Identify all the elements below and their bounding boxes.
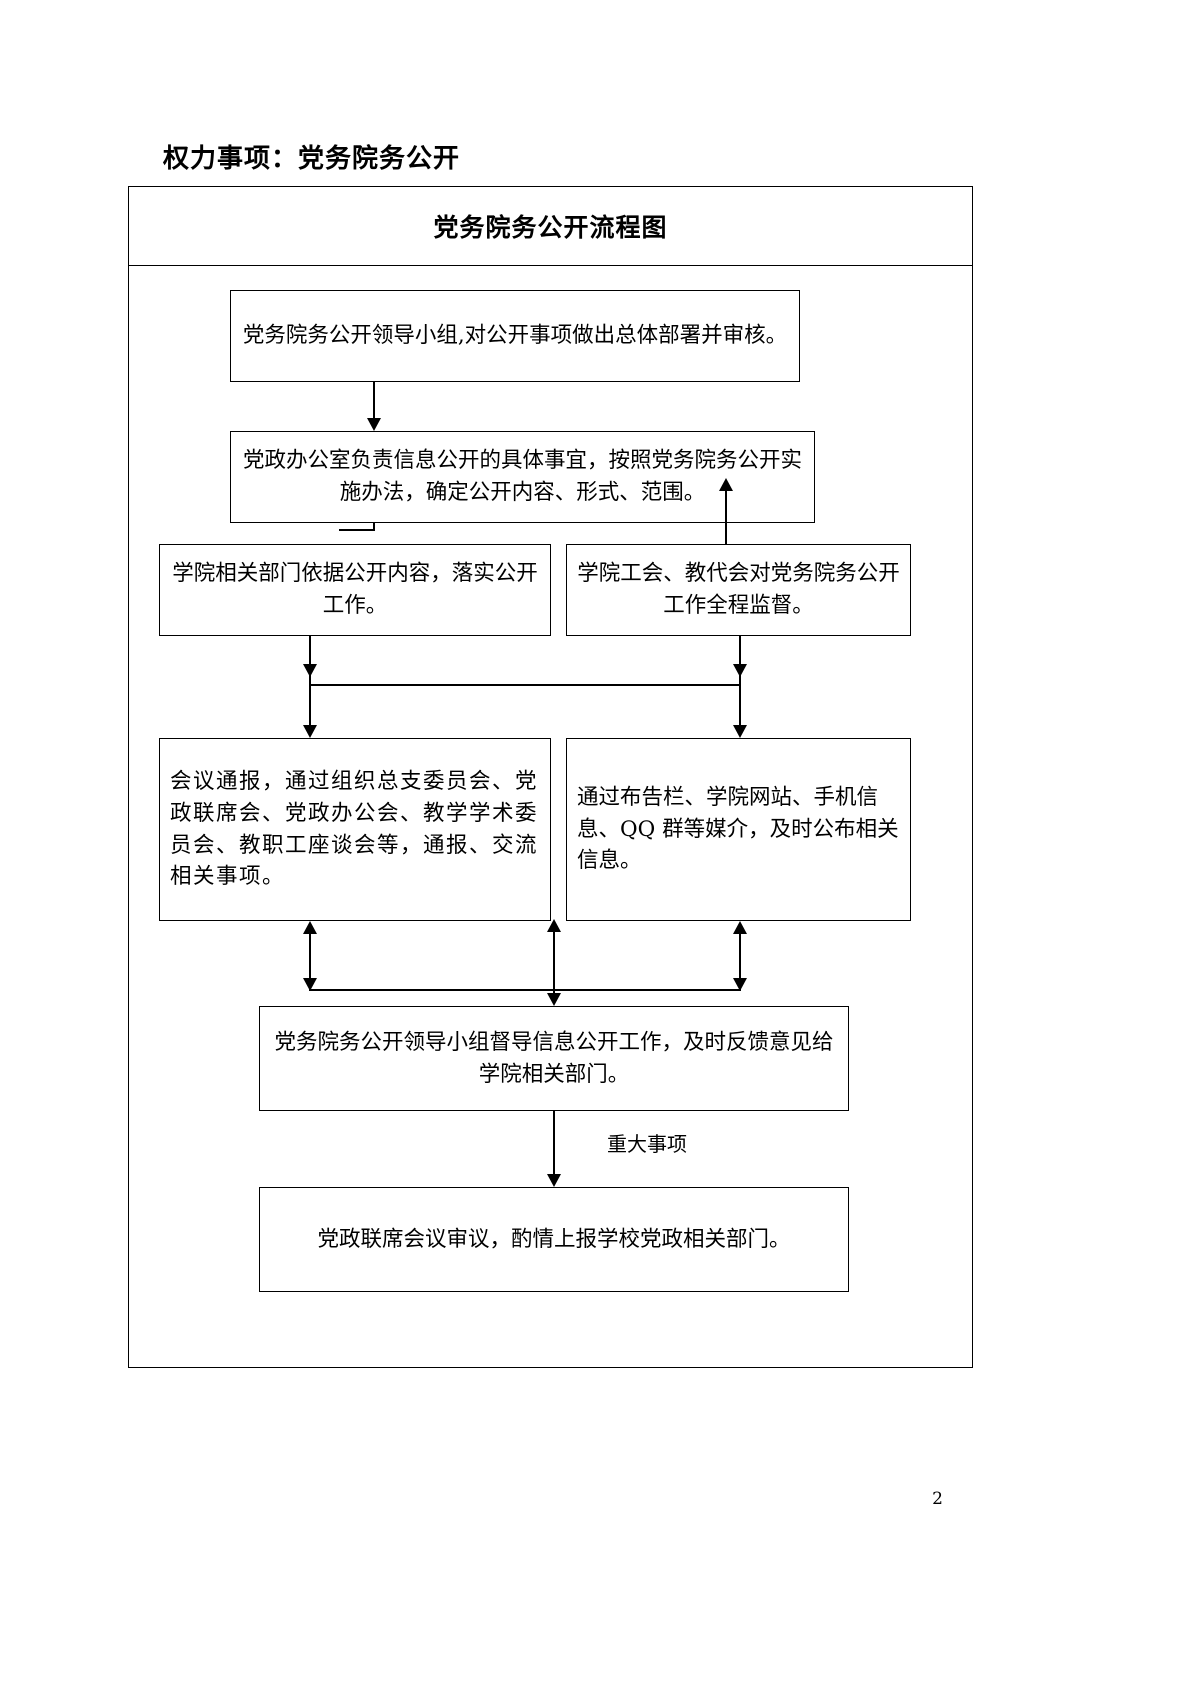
flow-node-party-admin-office: 党政办公室负责信息公开的具体事宜，按照党务院务公开实施办法，确定公开内容、形式、… (230, 431, 815, 523)
arrowhead-up (719, 478, 733, 491)
flow-node-label: 党政办公室负责信息公开的具体事宜，按照党务院务公开实施办法，确定公开内容、形式、… (242, 448, 802, 505)
flowchart-header-title: 党务院务公开流程图 (433, 213, 668, 242)
flow-node-label: 学院相关部门依据公开内容，落实公开工作。 (172, 561, 538, 618)
flowchart-canvas: 党务院务公开领导小组,对公开事项做出总体部署并审核。 党政办公室负责信息公开的具… (129, 266, 974, 1367)
connector-to-node3 (339, 529, 341, 531)
flow-node-leading-group-oversight: 党务院务公开领导小组督导信息公开工作，及时反馈意见给学院相关部门。 (259, 1006, 849, 1111)
arrowhead-down-node4-stem (733, 664, 747, 677)
arrowhead-up-node6 (733, 921, 747, 934)
arrowhead-down-to-node5 (303, 725, 317, 738)
flow-node-meeting-briefing: 会议通报，通过组织总支委员会、党政联席会、党政办公会、教学学术委员会、教职工座谈… (159, 738, 551, 921)
connector-node7-to-node8 (553, 1111, 555, 1174)
connector-bus-to-node7 (309, 989, 741, 991)
connector-node2-to-node3-horizontal (339, 529, 375, 531)
flow-node-joint-meeting-review: 党政联席会议审议，酌情上报学校党政相关部门。 (259, 1187, 849, 1292)
flowchart-header: 党务院务公开流程图 (129, 187, 972, 266)
flow-node-label: 党务院务公开领导小组,对公开事项做出总体部署并审核。 (242, 323, 788, 349)
arrowhead-down-to-node8 (547, 1174, 561, 1187)
arrowhead-down-to-node6 (733, 725, 747, 738)
flow-node-union-supervision: 学院工会、教代会对党务院务公开工作全程监督。 (566, 544, 911, 636)
arrowhead-down-node6-link (733, 978, 747, 991)
connector-node1-to-node2 (373, 382, 375, 418)
page-number: 2 (932, 1489, 943, 1509)
connector-node4-down-stem (739, 636, 741, 684)
page-title: 权力事项：党务院务公开 (163, 144, 461, 174)
flow-node-label: 通过布告栏、学院网站、手机信息、QQ 群等媒介，及时公布相关信息。 (577, 784, 899, 874)
connector-branch-right-drop (739, 684, 741, 725)
connector-node5-to-node7 (309, 934, 311, 978)
arrowhead-down-node3-stem (303, 664, 317, 677)
connector-node3-down-stem (309, 636, 311, 684)
connector-node2-to-node3-line (373, 523, 375, 531)
flow-node-departments-implement: 学院相关部门依据公开内容，落实公开工作。 (159, 544, 551, 636)
flow-node-label: 党政联席会议审议，酌情上报学校党政相关部门。 (317, 1226, 791, 1252)
connector-node6-to-node7 (739, 934, 741, 978)
arrowhead-down-center (547, 993, 561, 1006)
arrowhead-up-node5 (303, 921, 317, 934)
connector-branch-left-drop (309, 684, 311, 725)
connector-branch-horizontal (309, 684, 741, 686)
flow-node-leading-group-deploy: 党务院务公开领导小组,对公开事项做出总体部署并审核。 (230, 290, 800, 382)
arrowhead-down-node5-link (303, 978, 317, 991)
arrowhead-up-center (547, 919, 561, 932)
connector-node4-to-node2 (725, 491, 727, 544)
flow-node-label: 党务院务公开领导小组督导信息公开工作，及时反馈意见给学院相关部门。 (274, 1029, 834, 1087)
flowchart-frame: 党务院务公开流程图 党务院务公开领导小组,对公开事项做出总体部署并审核。 党政办… (128, 186, 973, 1368)
connector-center-to-node7 (553, 931, 555, 1003)
flow-node-label: 会议通报，通过组织总支委员会、党政联席会、党政办公会、教学学术委员会、教职工座谈… (170, 768, 539, 890)
edge-label-major-matters: 重大事项 (607, 1132, 687, 1156)
arrowhead-down (367, 418, 381, 431)
flow-node-label: 学院工会、教代会对党务院务公开工作全程监督。 (577, 561, 900, 618)
flow-node-media-publication: 通过布告栏、学院网站、手机信息、QQ 群等媒介，及时公布相关信息。 (566, 738, 911, 921)
